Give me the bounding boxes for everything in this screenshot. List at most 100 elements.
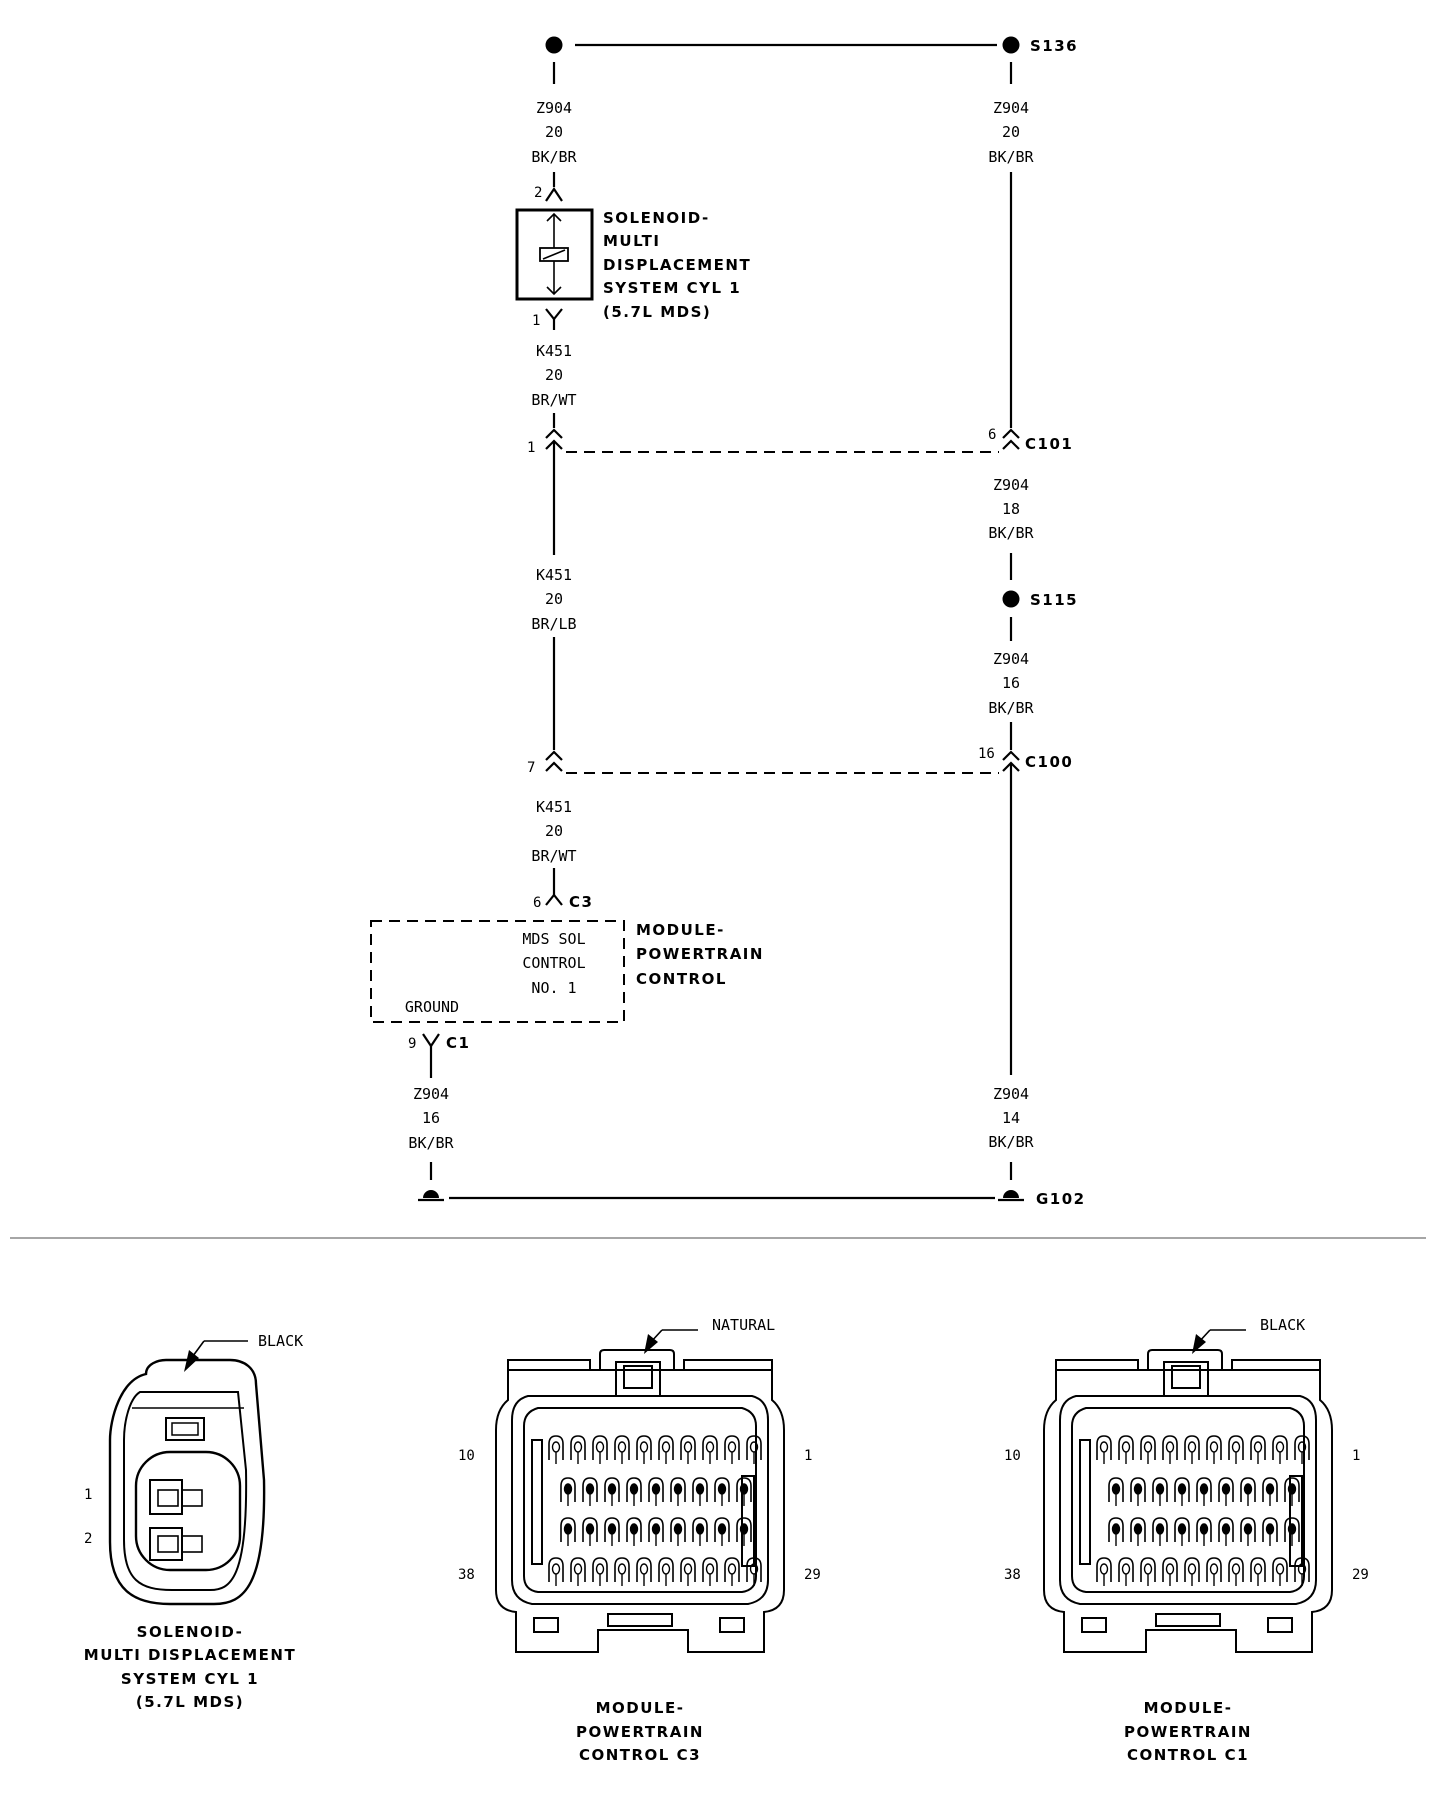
pcm-c3-pin-terminal	[573, 1563, 583, 1575]
pcm-internal-2: CONTROL	[522, 954, 585, 972]
c101-label: C101	[1025, 435, 1073, 453]
c101-right-female	[1002, 428, 1020, 439]
wire-gauge: 18	[1002, 500, 1020, 518]
pcm-c3-pin-terminal	[639, 1441, 649, 1453]
c100-label: C100	[1025, 753, 1073, 771]
pcm-c1-cavity	[1130, 1517, 1146, 1542]
wire-circuit: Z904	[993, 1085, 1029, 1103]
pcm-c1-pin-terminal	[1165, 1563, 1175, 1575]
pcm-c1-cavity	[1184, 1435, 1200, 1460]
solenoid-conn-title-2: MULTI DISPLACEMENT	[84, 1646, 296, 1664]
pcm-c3-pin-terminal	[717, 1523, 727, 1535]
pcm-c3-title-3: CONTROL C3	[579, 1746, 701, 1764]
pcm-c3-cavity	[570, 1557, 586, 1582]
pcm-c1-cavity	[1294, 1435, 1310, 1460]
pcm-c1-pin-terminal	[1111, 1523, 1121, 1535]
pcm-c3-cavity	[658, 1557, 674, 1582]
pcm-c1-pin-terminal	[1265, 1523, 1275, 1535]
pcm-c3-cavity	[592, 1435, 608, 1460]
wire-circuit: K451	[536, 798, 572, 816]
pcm-c3-cavity	[692, 1517, 708, 1542]
pcm-c1-pin-terminal	[1099, 1563, 1109, 1575]
pcm-c1-connector-view	[1043, 1329, 1333, 1653]
wire-color: BK/BR	[988, 1133, 1034, 1151]
c100-left-pin: 7	[527, 760, 535, 776]
pcm-c1-pin-terminal	[1121, 1563, 1131, 1575]
ground-symbol-g102	[1003, 1190, 1019, 1198]
pcm-c3-cavity	[680, 1435, 696, 1460]
pcm-c3-pin-terminal	[617, 1563, 627, 1575]
pcm-c3-pin-terminal	[551, 1563, 561, 1575]
wire-gauge: 20	[545, 822, 563, 840]
pcm-c3-cavity	[670, 1477, 686, 1502]
pcm-c3-pin-terminal	[651, 1523, 661, 1535]
wire-color: BK/BR	[988, 524, 1034, 542]
c101-left-female	[545, 428, 563, 439]
c3-label: C3	[569, 893, 593, 911]
pcm-c1-cavity	[1140, 1435, 1156, 1460]
pcm-c3-cavity	[604, 1477, 620, 1502]
pcm-c3-title-2: POWERTRAIN	[576, 1723, 704, 1741]
solenoid-conn-latch-inner	[171, 1422, 199, 1436]
pcm-c3-callout-arrow	[644, 1334, 658, 1354]
pcm-c3-pin-terminal	[695, 1523, 705, 1535]
pcm-c3-slot-3	[719, 1617, 745, 1633]
pcm-c1-key-left	[1079, 1439, 1091, 1565]
pcm-c1-pin-terminal	[1155, 1483, 1165, 1495]
pcm-c1-pin-terminal	[1221, 1483, 1231, 1495]
pcm-c3-pin-terminal	[617, 1441, 627, 1453]
pcm-c3-cavity	[560, 1477, 576, 1502]
wire-circuit: K451	[536, 342, 572, 360]
solenoid-conn-color: BLACK	[258, 1332, 303, 1350]
pcm-c1-pin-terminal	[1253, 1441, 1263, 1453]
pcm-box	[370, 920, 625, 1023]
pcm-c1-cavity	[1262, 1477, 1278, 1502]
pcm-c3-pin-terminal	[683, 1441, 693, 1453]
pcm-c3-cavity	[626, 1477, 642, 1502]
pcm-c1-cavity	[1228, 1557, 1244, 1582]
pcm-c1-pin-terminal	[1287, 1483, 1297, 1495]
pcm-c1-pin-terminal	[1177, 1523, 1187, 1535]
pcm-c3-pin-terminal	[695, 1483, 705, 1495]
pcm-c1-cavity	[1284, 1517, 1300, 1542]
pcm-c3-pin-terminal	[661, 1441, 671, 1453]
solenoid-label-5: (5.7L MDS)	[603, 303, 711, 321]
wire-gauge: 14	[1002, 1109, 1020, 1127]
c100-left-male	[545, 761, 563, 772]
c3-pin: 6	[533, 895, 541, 911]
pcm-c3-title-1: MODULE-	[596, 1699, 685, 1717]
pcm-c1-cavity	[1284, 1477, 1300, 1502]
pcm-c3-pin-terminal	[683, 1563, 693, 1575]
pcm-c3-cavity	[648, 1517, 664, 1542]
ground-symbol-left	[423, 1190, 439, 1198]
pcm-c3-pin-tl: 10	[458, 1448, 475, 1464]
solenoid-arrow-down	[546, 286, 562, 296]
pcm-c3-cavity	[670, 1517, 686, 1542]
pcm-c3-cavity	[714, 1477, 730, 1502]
splice-s136-label: S136	[1030, 37, 1078, 55]
pcm-c1-inner-body	[1059, 1395, 1317, 1605]
pcm-c1-cavity	[1250, 1557, 1266, 1582]
c101-right-male	[1002, 439, 1020, 450]
pcm-c3-latch	[615, 1361, 661, 1397]
pcm-c1-pin-terminal	[1133, 1523, 1143, 1535]
pcm-c1-slot-3	[1267, 1617, 1293, 1633]
pcm-c3-cavity	[636, 1557, 652, 1582]
wire-color: BK/BR	[408, 1134, 454, 1152]
pcm-c3-cavity	[560, 1517, 576, 1542]
pcm-c1-pin-tl: 10	[1004, 1448, 1021, 1464]
wire-color: BK/BR	[531, 148, 577, 166]
pcm-c3-pin-terminal	[563, 1523, 573, 1535]
pcm-c3-cavity	[582, 1517, 598, 1542]
pcm-c3-pin-terminal	[651, 1483, 661, 1495]
pcm-c1-cavity	[1108, 1477, 1124, 1502]
pcm-c1-cavity	[1294, 1557, 1310, 1582]
wire-circuit: Z904	[993, 476, 1029, 494]
solenoid-conn-inner	[123, 1391, 248, 1591]
pcm-c1-pin-terminal	[1111, 1483, 1121, 1495]
pcm-c3-pin-terminal	[739, 1483, 749, 1495]
pcm-c3-pin-bl: 38	[458, 1567, 475, 1583]
pcm-c1-pin-terminal	[1143, 1563, 1153, 1575]
pcm-c3-key-left	[531, 1439, 543, 1565]
pcm-c3-cavity	[702, 1435, 718, 1460]
